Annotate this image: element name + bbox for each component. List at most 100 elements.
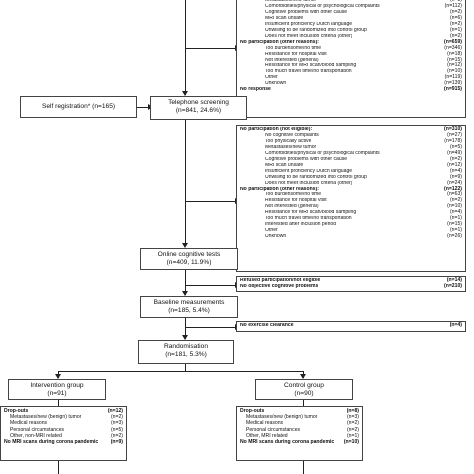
exclusion-item: Cognitive problems with other cause (n=2) <box>240 8 462 16</box>
exclusion-item-value: (n=4) <box>449 167 462 174</box>
arrow-to-telephone-screening <box>182 91 188 96</box>
exclusion-header-value: (n=659) <box>444 38 462 45</box>
online-exclusions-box: Refused participation/not eligible(n=14)… <box>236 276 466 292</box>
randomisation-box: Randomisation (n=181, 5.3%) <box>138 340 234 364</box>
main-flow-line-3 <box>185 270 187 295</box>
exclusion-item: Not interested (general)(n=15) <box>240 57 462 64</box>
telephone-screening-count: (n=841, 24.6%) <box>175 107 222 115</box>
dropouts-header-value: (n=12) <box>107 408 123 414</box>
exclusion-item-value: (n=178) <box>444 137 462 144</box>
dropout-item-label: Metastases/new (benign) tumor <box>246 414 318 421</box>
exclusion-item-label: Resistance for hospital visit <box>265 51 327 57</box>
online-exclusion-row-label: Refused participation/not eligible <box>240 278 321 283</box>
dropout-item: Metastases/new (benign) tumor(n=3) <box>240 414 359 420</box>
exclusion-item-label: Unknown <box>265 234 287 240</box>
exclusion-item-value: (n=112) <box>444 2 462 9</box>
exclusion-item-value: (n=2) <box>449 155 462 162</box>
connector-to-exercise-exclusion <box>185 327 236 329</box>
randomisation-count: (n=181, 5.3%) <box>165 351 207 359</box>
exclusion-item-label: Unknown <box>265 81 287 87</box>
exclusion-item-value: (n=3) <box>449 0 462 3</box>
telephone-screening-box: Telephone screening (n=841, 24.6%) <box>150 96 247 120</box>
arrow-to-control-group <box>300 374 306 379</box>
exercise-exclusion-value: (n=4) <box>449 322 462 328</box>
exclusion-item-value: (n=49) <box>447 149 462 156</box>
exclusion-item-value: (n=119) <box>444 74 462 81</box>
exclusion-header-value: (n=122) <box>444 185 462 192</box>
no-mri-row-value: (n=9) <box>110 439 123 446</box>
exclusion-item-label: Does not meet inclusion criteria (other) <box>265 33 353 39</box>
intervention-group-title: Intervention group <box>30 382 84 389</box>
online-exclusion-row: No objective cognitive problems(n=210) <box>240 283 462 290</box>
dropout-item-value: (n=2) <box>346 426 359 433</box>
exclusion-item-value: (n=139) <box>444 80 462 87</box>
dropout-item-label: Other, non-MRI related <box>10 432 62 439</box>
baseline-box: Baseline measurements (n=185, 5.4%) <box>140 296 238 318</box>
exclusion-header-label: No participation (other reasons): <box>240 186 319 192</box>
no-mri-row-value: (n=10) <box>343 439 359 446</box>
exclusion-item-label: Other <box>265 228 278 234</box>
baseline-title: Baseline measurements <box>153 299 225 306</box>
dropout-item-label: Other, MRI related <box>246 432 288 439</box>
exclusion-item-label: Interested after inclusion period <box>265 222 337 228</box>
dropouts-header-label: Drop-outs <box>4 408 29 414</box>
connector-to-screening-exclusions <box>185 201 236 203</box>
dropout-item-label: Medical reasons <box>10 420 48 427</box>
exclusion-item-label: Insufficient proficiency Dutch language <box>265 21 353 27</box>
exclusion-item-value: (n=12) <box>447 62 462 69</box>
dropouts-header: Drop-outs (n=12) <box>4 408 123 414</box>
exclusion-item: Metastases/new tumor (n=3) <box>240 0 462 4</box>
exercise-exclusion-label: No exercise clearance <box>240 323 294 328</box>
exclusion-item: Other(n=1) <box>240 227 462 234</box>
exclusion-item-label: Cognitive problems with other cause <box>265 156 348 162</box>
exclusion-item-label: No cognitive complaints <box>265 132 319 138</box>
exclusion-item-label: Resistance for MRI scan/blood sampling <box>265 63 357 69</box>
intervention-group-box: Intervention group (n=91) <box>8 379 106 400</box>
exclusion-item-value: (n=18) <box>447 50 462 57</box>
exclusion-item: Too physically active (n=178) <box>240 137 462 145</box>
exclusion-item: Unknown (n=139) <box>240 80 462 87</box>
control-group-count: (n=90) <box>294 390 314 398</box>
dropout-item: Other, MRI related (n=1) <box>240 433 359 439</box>
exclusion-item: Resistance for MRI scan/blood sampling(n… <box>240 209 462 216</box>
dropout-item-value: (n=2) <box>110 432 123 439</box>
exclusion-item-value: (n=10) <box>447 68 462 75</box>
exclusion-item: Comorbidities/physical or psychological … <box>240 149 462 157</box>
exclusion-item-value: (n=9) <box>449 173 462 180</box>
exclusion-item: Unwilling to be randomized into control … <box>240 26 462 34</box>
exclusion-item-label: Unwilling to be randomized into control … <box>265 174 367 180</box>
exclusion-item-value: (n=27) <box>447 131 462 138</box>
connector-self-registration <box>137 107 150 109</box>
randomisation-split-stem <box>185 364 187 372</box>
dropout-item: Personal circumstances(n=2) <box>240 427 359 433</box>
exclusion-item-value: (n=15) <box>447 221 462 228</box>
exclusion-item-label: Cognitive problems with other cause <box>265 9 348 15</box>
exclusion-item-value: (n=1) <box>449 26 462 33</box>
exclusion-item-value: (n=26) <box>447 233 462 240</box>
dropout-item-label: Metastases/new (benign) tumor <box>10 414 82 421</box>
online-tests-box: Online cognitive tests (n=409, 11.9%) <box>140 248 238 270</box>
top-exclusions-box: Metastases/new tumor(n=3)Comorbidities/p… <box>236 0 466 118</box>
exclusion-item-value: (n=2) <box>449 197 462 204</box>
exclusion-item-value: (n=1) <box>449 215 462 222</box>
main-flow-line-4 <box>185 318 187 339</box>
self-registration-text: Self registration* (n=165) <box>41 103 116 110</box>
exclusion-item-value: (n=2) <box>449 8 462 15</box>
online-tests-count: (n=409, 11.9%) <box>166 259 212 267</box>
exclusion-item-value: (n=12) <box>447 161 462 168</box>
dropout-item-label: Personal circumstances <box>10 426 65 433</box>
exclusion-item-label: Too physically active <box>265 138 312 144</box>
exclusion-item: MRI scan unsafe(n=6) <box>240 15 462 22</box>
exclusion-header: No participation (not eligible):(n=310) <box>240 126 462 133</box>
dropout-item-value: (n=5) <box>110 426 123 433</box>
exclusion-header-value: (n=310) <box>444 126 462 132</box>
self-registration-box: Self registration* (n=165) <box>20 96 137 118</box>
dropout-item-value: (n=1) <box>346 432 359 439</box>
exclusion-item-label: Metastases/new tumor <box>265 0 317 3</box>
no-response-row-label: No response <box>240 87 271 93</box>
arrow-to-online-tests <box>182 243 188 248</box>
telephone-screening-title: Telephone screening <box>168 99 229 106</box>
dropout-item: Other, non-MRI related (n=2) <box>4 433 123 439</box>
exclusion-item-value: (n=10) <box>447 203 462 210</box>
exclusion-item: No cognitive complaints (n=27) <box>240 131 462 139</box>
